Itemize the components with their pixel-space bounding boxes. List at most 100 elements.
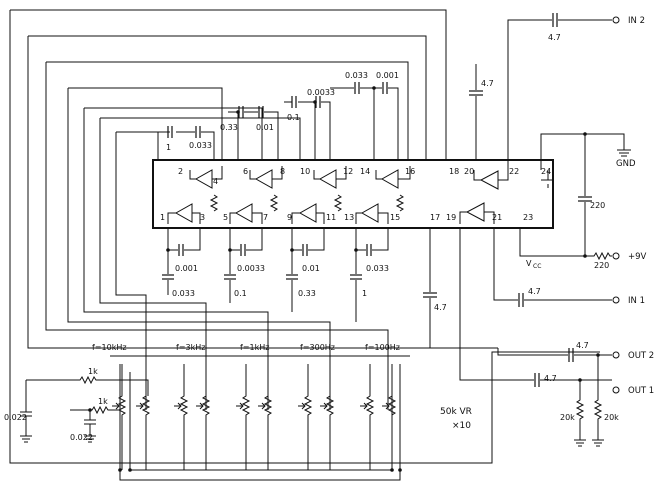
label-cap-00033a: 0.0033 [307,88,335,97]
cap-in1 [518,293,524,307]
pin-22: 22 [509,167,519,176]
junction-dot [390,468,394,472]
out1-terminal[interactable] [612,386,620,394]
pin-24: 24 [541,167,551,176]
label-cap-p20: 4.7 [481,79,494,88]
cap-p20 [469,90,483,96]
cap-b-0.001 [178,244,184,256]
label-cap-220: 220 [590,201,605,210]
cap-out1 [534,373,540,387]
label-cap-b001: 0.01 [302,264,320,273]
gnd-label: GND [616,159,636,169]
junction-dot [313,100,317,104]
vr-potentiometers [112,364,397,470]
pin-5: 5 [223,213,228,222]
pin-21: 21 [492,213,502,222]
junction-dot [596,353,600,357]
label-cap-01: 0.1 [287,113,300,122]
label-cap-out2: 4.7 [576,341,589,350]
out2-terminal[interactable] [612,351,620,359]
cap-0.001-a [382,82,388,94]
pin-19: 19 [446,213,456,222]
cap-b-0.1 [224,274,236,280]
in2-label: IN 2 [628,16,645,26]
junction-dot [118,468,122,472]
vr-pot-9 [360,364,375,470]
pin-12: 12 [343,167,353,176]
band-3khz: f=3kHz [176,343,205,352]
cap-0.033-b [354,82,360,94]
junction-dot [290,248,294,252]
label-cap-in2: 4.7 [548,33,561,42]
junction-dot [583,254,587,258]
cap-b-1 [350,274,362,280]
pin-6: 6 [243,167,248,176]
cap-0.01-a [258,106,264,118]
pin-16: 16 [405,167,415,176]
label-cap-1: 1 [166,143,171,152]
cap-b-0.0033 [240,244,246,256]
label-res-1ka: 1k [88,367,98,376]
junction-dot [166,248,170,252]
label-res-1kb: 1k [98,397,108,406]
cap-out2 [568,348,574,362]
pin-1: 1 [160,213,165,222]
pin-7: 7 [263,213,268,222]
cap-0.033-a [195,126,201,138]
cap-0.1-a [291,96,297,108]
pin-20: 20 [464,167,474,176]
vr-pot-5 [236,364,251,470]
junction-dot [228,248,232,252]
cap-220 [578,196,592,202]
band-1khz: f=1kHz [240,343,269,352]
label-res-220: 220 [594,261,609,270]
vcc-supply-label: +9V [628,252,647,262]
vcc-label: V [526,259,532,268]
label-cap-0022a: 0.022 [4,413,27,422]
cap-b-0.01 [302,244,308,256]
label-res-20kb: 20k [604,413,619,422]
pin-3: 3 [200,213,205,222]
junction-dot [398,468,402,472]
junction-dot [578,378,582,382]
band-300hz: f=300Hz [300,343,335,352]
label-cap-b1: 1 [362,289,367,298]
label-cap-b0033: 0.033 [172,289,195,298]
cap-1 [167,126,173,138]
pin-10: 10 [300,167,310,176]
label-cap-b01: 0.1 [234,289,247,298]
vcc-terminal[interactable] [612,252,620,260]
pin-11: 11 [326,213,336,222]
cap-p17 [423,292,437,298]
label-res-20ka: 20k [560,413,575,422]
in2-terminal[interactable] [612,16,620,24]
cap-b-0.033 [162,274,174,280]
junction-dot [236,110,240,114]
pin-15: 15 [390,213,400,222]
out2-label: OUT 2 [628,351,654,361]
label-cap-0033b: 0.033 [345,71,368,80]
vr-pot-6 [258,364,273,470]
junction-dot [354,248,358,252]
pin-13: 13 [344,213,354,222]
cap-in2 [552,13,558,27]
ic-package [152,159,554,229]
pin-8: 8 [280,167,285,176]
vr-label: 50k VR [440,407,472,417]
in1-label: IN 1 [628,296,645,306]
vr-pot-1 [112,364,127,470]
junction-dot [88,408,92,412]
vr-pot-3 [174,364,189,470]
label-cap-0022b: 0.022 [70,433,93,442]
pin-2: 2 [178,167,183,176]
label-cap-b0033r: 0.033 [366,264,389,273]
in1-terminal[interactable] [612,296,620,304]
pin-17: 17 [430,213,440,222]
label-cap-b033: 0.33 [298,289,316,298]
pin-4: 4 [213,177,218,186]
junction-dot [128,468,132,472]
vr-pot-8 [320,364,335,470]
label-cap-p17: 4.7 [434,303,447,312]
